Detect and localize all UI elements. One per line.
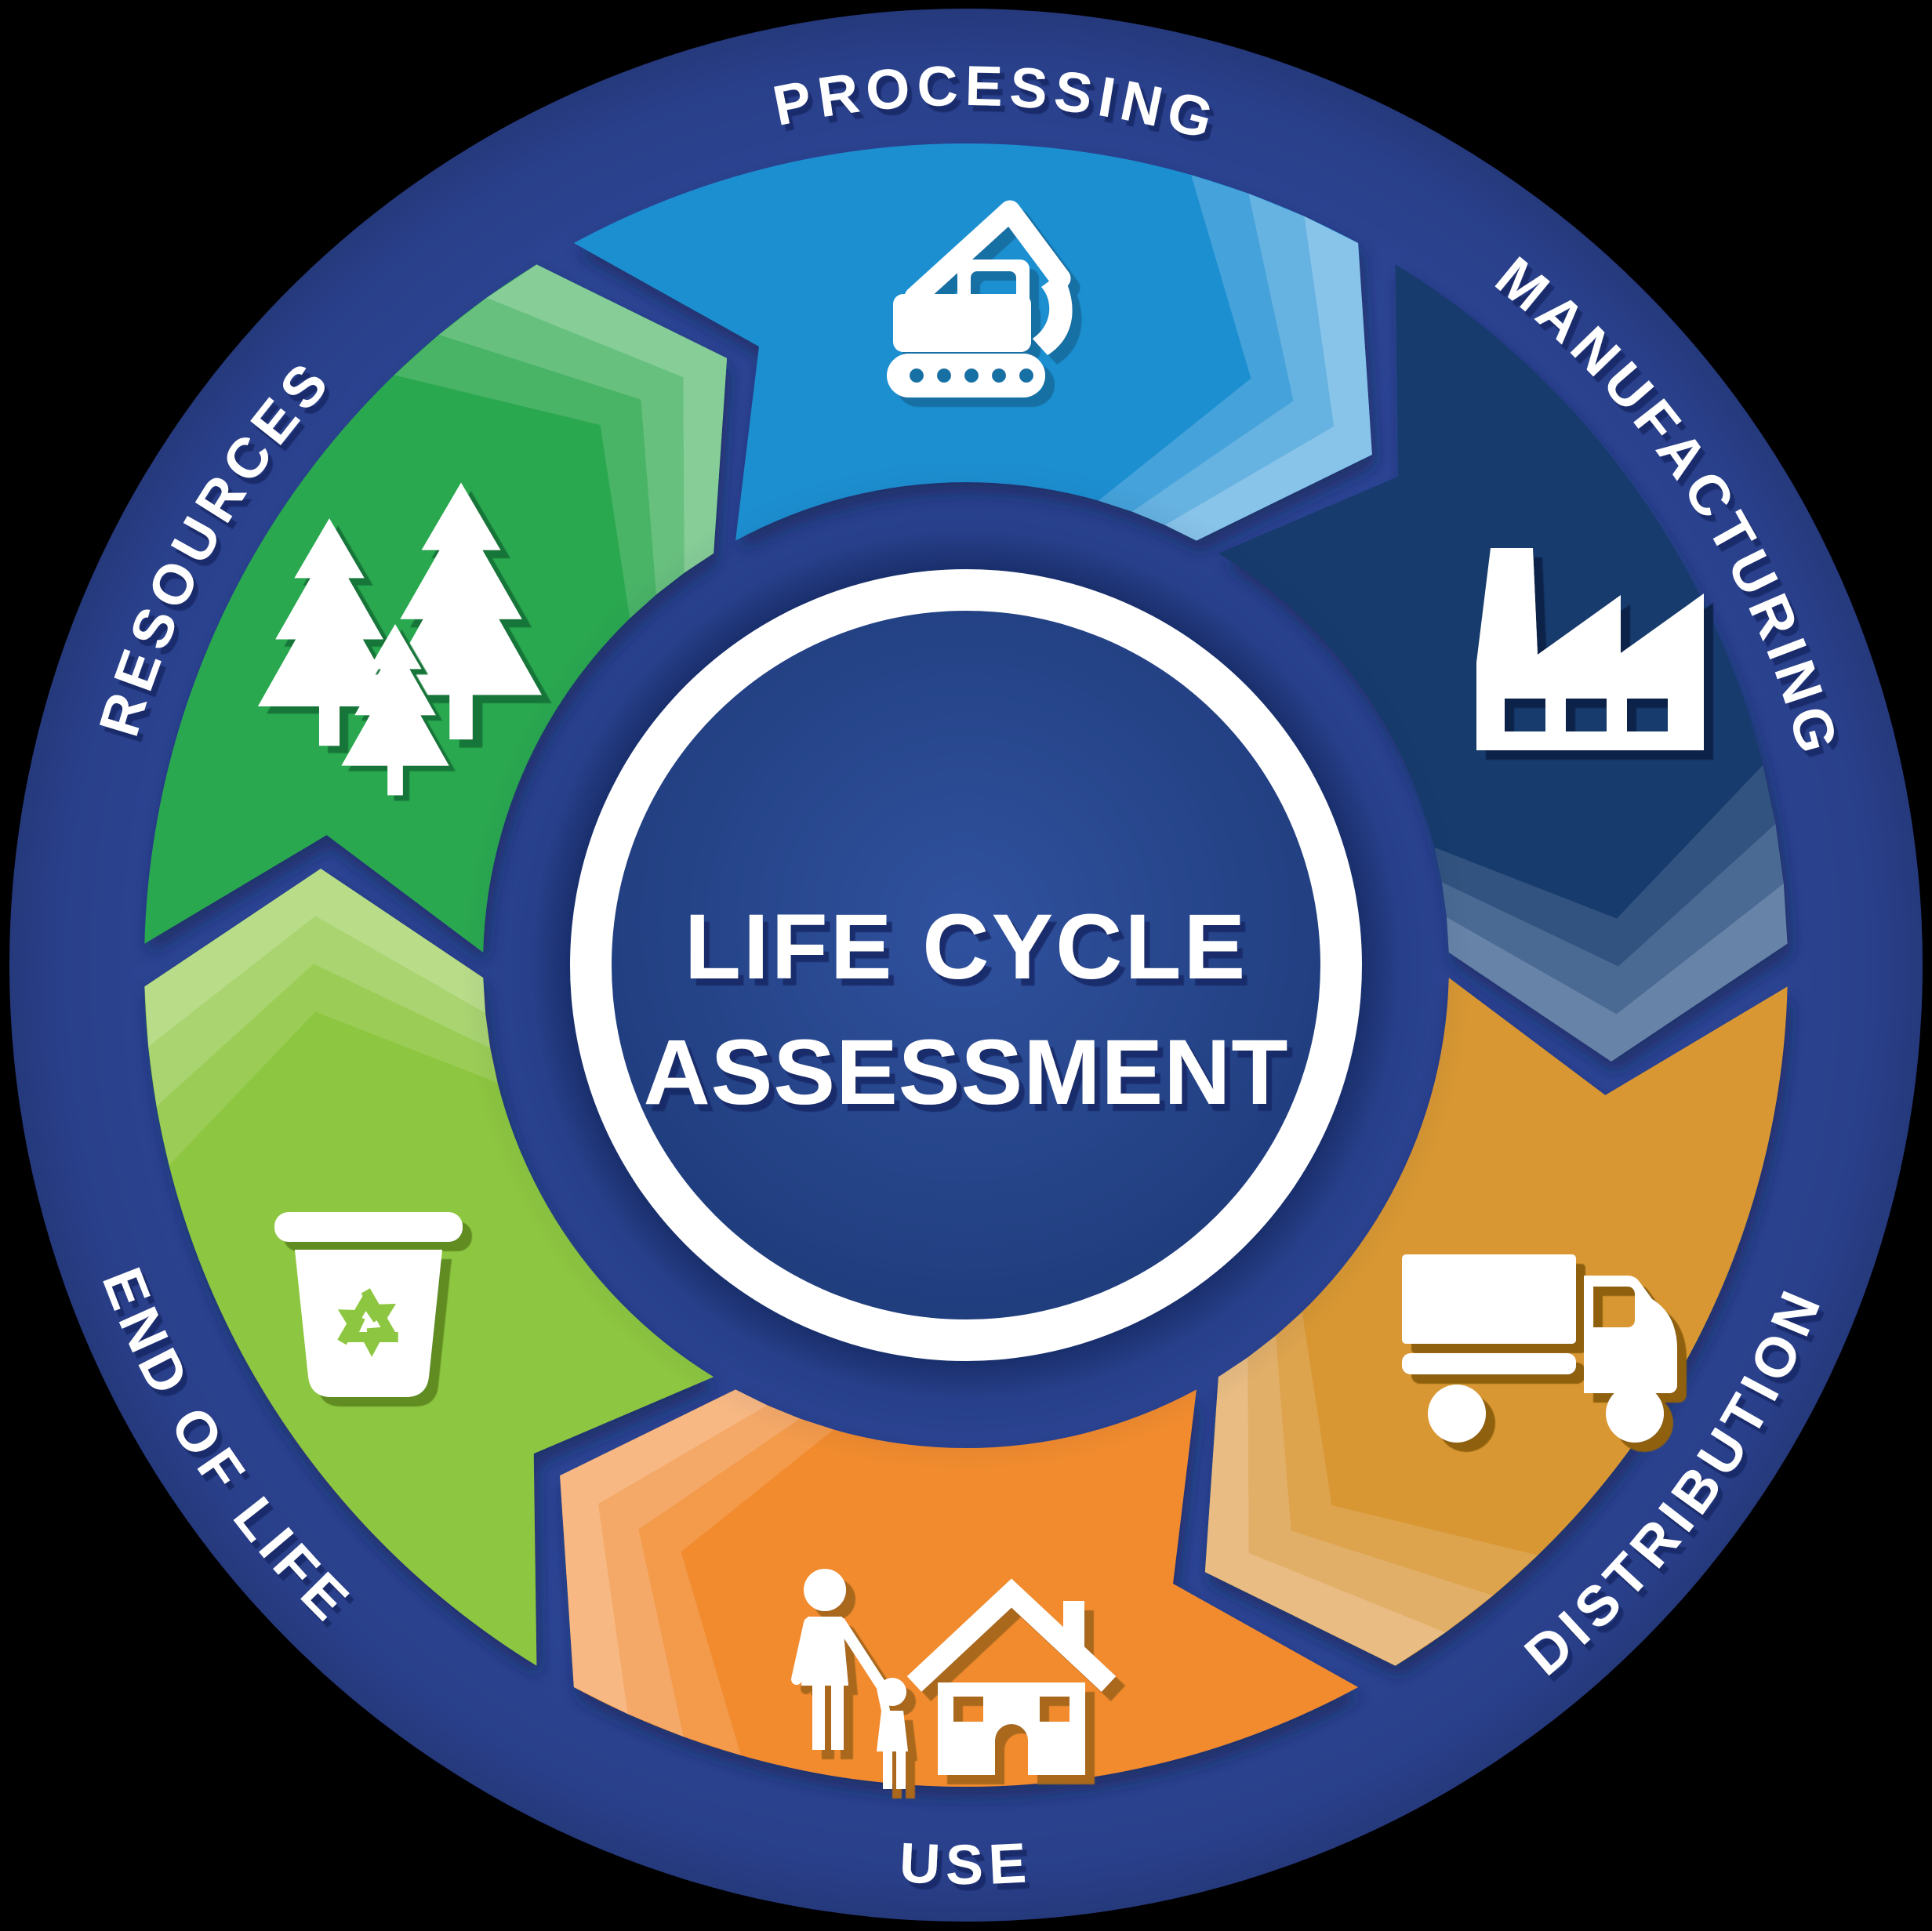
- segment-resources-chevron-stripe: [438, 297, 685, 595]
- segment-resources-chevron-stripe: [394, 335, 656, 619]
- center-title: LIFE CYCLE ASSESSMENT: [643, 895, 1288, 1124]
- title-line-1: LIFE CYCLE: [685, 895, 1247, 999]
- truck-icon: [1402, 1254, 1677, 1443]
- segment-processing-chevron-stripe: [1098, 175, 1294, 512]
- segment-processing-chevron-stripe: [1164, 216, 1372, 541]
- center-circle: [612, 611, 1320, 1319]
- segment-end-of-life-chevron-stripe: [148, 916, 491, 1107]
- recycle-bin-icon: [274, 1212, 463, 1397]
- stage-label-use: USE: [898, 1831, 1034, 1897]
- segment-distribution-chevron-stripe: [1204, 1357, 1446, 1666]
- segment-processing-chevron-stripe: [1131, 193, 1334, 525]
- house-family-icon: [791, 1569, 1117, 1789]
- segment-use: [560, 1389, 1359, 1788]
- segment-manufacturing-chevron-stripe: [1441, 823, 1784, 1015]
- segment-use-chevron-stripe: [638, 1418, 834, 1755]
- segment-distribution-chevron-stripe: [1276, 1312, 1538, 1595]
- segment-resources-chevron-stripe: [486, 264, 728, 573]
- segment-manufacturing-chevron-stripe: [1447, 883, 1788, 1062]
- segment-end-of-life-chevron-stripe: [156, 964, 498, 1166]
- factory-icon: [1476, 548, 1704, 750]
- segment-end-of-life-chevron-stripe: [144, 869, 485, 1047]
- segment-manufacturing-chevron-stripe: [1434, 764, 1776, 967]
- segment-distribution-chevron-stripe: [1247, 1335, 1494, 1633]
- segment-use-chevron-stripe: [560, 1389, 768, 1715]
- title-line-2: ASSESSMENT: [643, 1021, 1288, 1124]
- excavator-icon: [887, 200, 1073, 397]
- recycle-arrows-icon: [337, 1288, 398, 1357]
- segment-use-chevron-stripe: [598, 1405, 801, 1737]
